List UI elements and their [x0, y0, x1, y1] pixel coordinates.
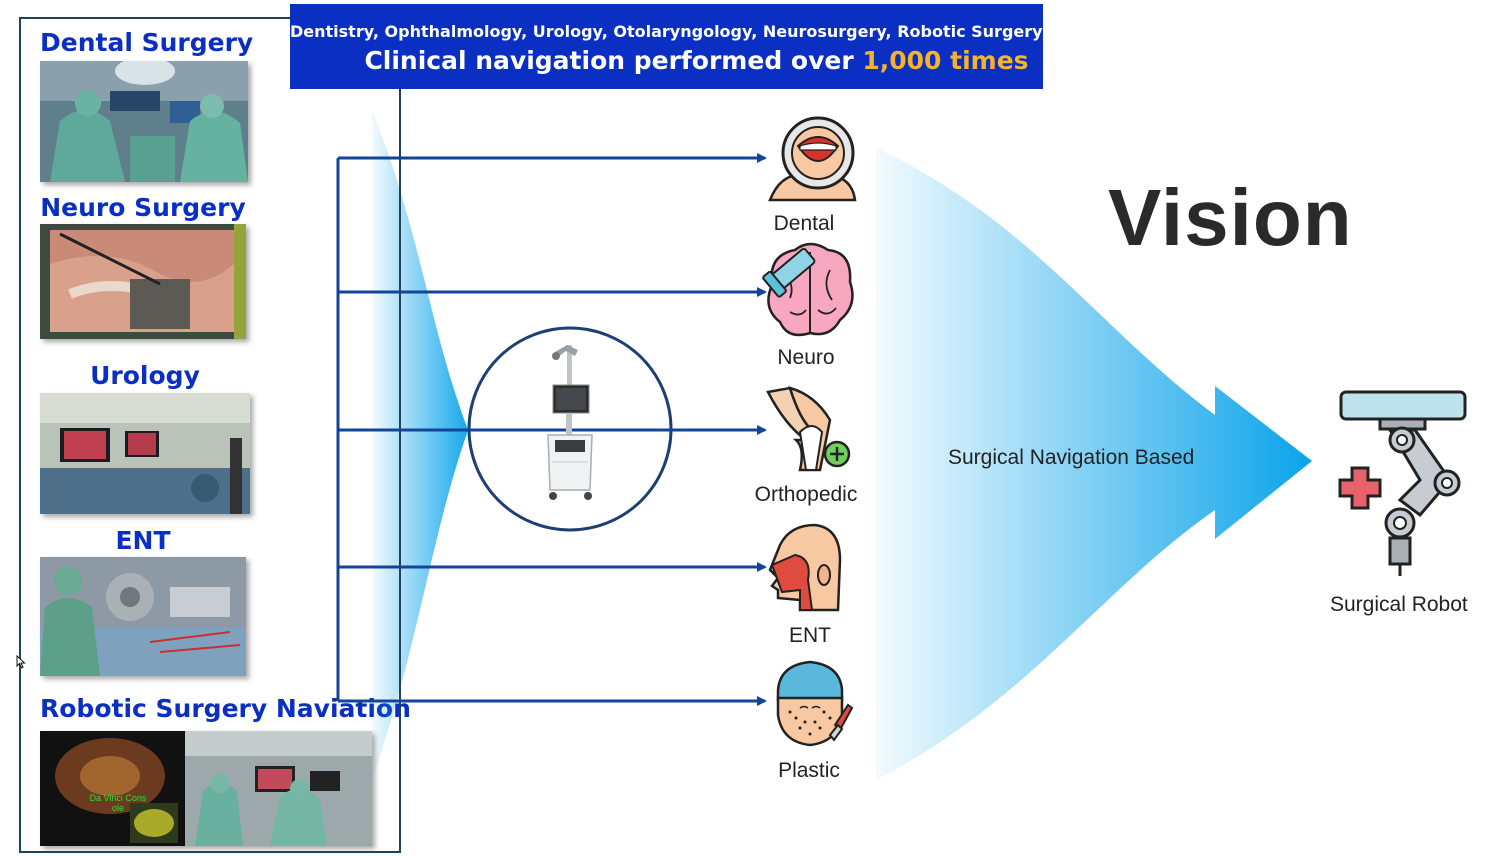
- section-title-urology: Urology: [90, 361, 200, 390]
- section-title-dental: Dental Surgery: [40, 28, 254, 57]
- specialty-label-plastic: Plastic: [778, 759, 840, 782]
- dental-surgery-photo: [40, 61, 248, 182]
- robotic-or-photo: [185, 731, 372, 846]
- banner-subtitle: Dentistry, Ophthalmology, Urology, Otola…: [290, 22, 1043, 41]
- section-title-neuro: Neuro Surgery: [40, 193, 246, 222]
- left-fan-shape: [372, 110, 468, 780]
- banner-title-prefix: Clinical navigation performed over: [364, 46, 863, 75]
- knee-joint-icon: [766, 386, 851, 472]
- brain-icon: [762, 242, 854, 337]
- urology-surgery-photo: [40, 393, 250, 514]
- robotic-console-photo: Da Vinci Cons ole: [40, 731, 185, 846]
- banner-title: Clinical navigation performed over 1,000…: [290, 46, 1043, 75]
- neuro-surgery-photo: [40, 224, 246, 339]
- section-title-robotic: Robotic Surgery Naviation: [40, 694, 411, 723]
- surgical-robot-label: Surgical Robot: [1330, 593, 1468, 616]
- vision-title: Vision: [1108, 173, 1353, 262]
- head-ent-icon: [768, 523, 842, 612]
- navigation-based-label: Surgical Navigation Based: [948, 446, 1195, 469]
- specialty-label-neuro: Neuro: [777, 346, 835, 369]
- mouse-cursor-icon: [16, 655, 26, 669]
- ent-surgery-photo: [40, 557, 246, 676]
- dental-mouth-icon: [768, 116, 857, 202]
- surgical-robot-icon: [1338, 390, 1467, 576]
- plastic-surgery-face-icon: [776, 660, 854, 747]
- specialty-label-ent: ENT: [789, 624, 831, 647]
- banner-title-highlight: 1,000 times: [862, 46, 1029, 75]
- navigation-cart-icon: [547, 345, 593, 500]
- specialty-label-dental: Dental: [773, 212, 835, 235]
- section-title-ent: ENT: [115, 526, 171, 555]
- robotic-console-caption: Da Vinci Cons ole: [89, 793, 147, 813]
- header-banner: Dentistry, Ophthalmology, Urology, Otola…: [290, 4, 1043, 89]
- right-fan-shape: [876, 148, 1312, 780]
- specialty-label-orthopedic: Orthopedic: [754, 483, 858, 506]
